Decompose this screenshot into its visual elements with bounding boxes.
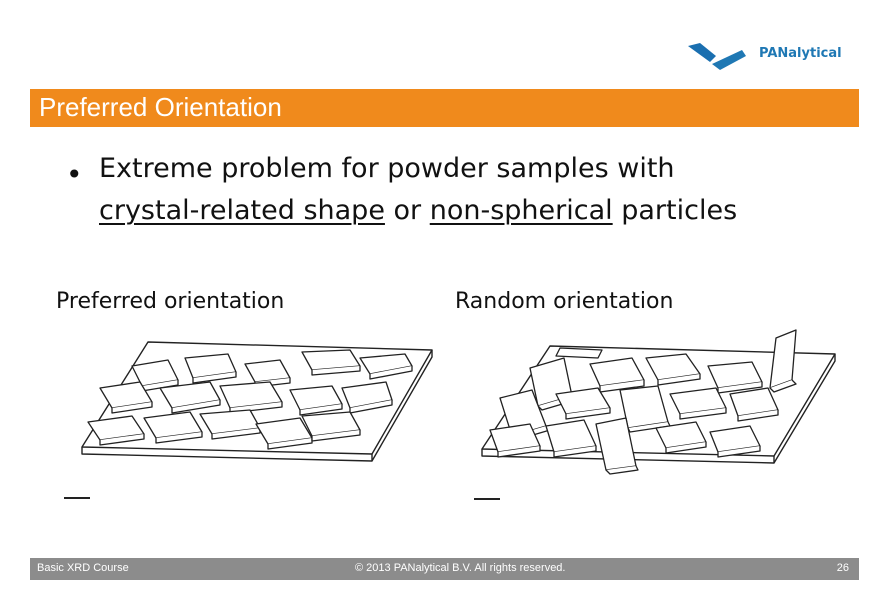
footer-copyright: © 2013 PANalytical B.V. All rights reser… xyxy=(355,562,566,574)
underlined-term-non-spherical: non-spherical xyxy=(429,195,613,226)
panalytical-logo-icon xyxy=(688,43,746,70)
title-bar: Preferred Orientation xyxy=(30,89,859,127)
footer-course: Basic XRD Course xyxy=(37,562,129,574)
random-orientation-illustration xyxy=(474,329,836,500)
bullet-icon: • xyxy=(66,158,83,191)
caption-preferred-orientation: Preferred orientation xyxy=(56,289,285,314)
preferred-orientation-illustration xyxy=(64,341,433,499)
underlined-term-crystal-shape: crystal-related shape xyxy=(99,195,385,226)
footer-bar: Basic XRD Course © 2013 PANalytical B.V.… xyxy=(30,558,859,580)
page-number: 26 xyxy=(836,562,849,574)
caption-random-orientation: Random orientation xyxy=(455,289,674,314)
logo-text: PANalytical xyxy=(759,46,842,61)
bullet-tail: particles xyxy=(612,195,738,226)
bullet-connector: or xyxy=(384,195,430,226)
bullet-line-2: crystal-related shape or non-spherical p… xyxy=(99,195,737,226)
slide-title: Preferred Orientation xyxy=(39,92,282,122)
bullet-line-1: Extreme problem for powder samples with xyxy=(99,153,675,184)
panalytical-logo: PANalytical xyxy=(686,40,861,74)
